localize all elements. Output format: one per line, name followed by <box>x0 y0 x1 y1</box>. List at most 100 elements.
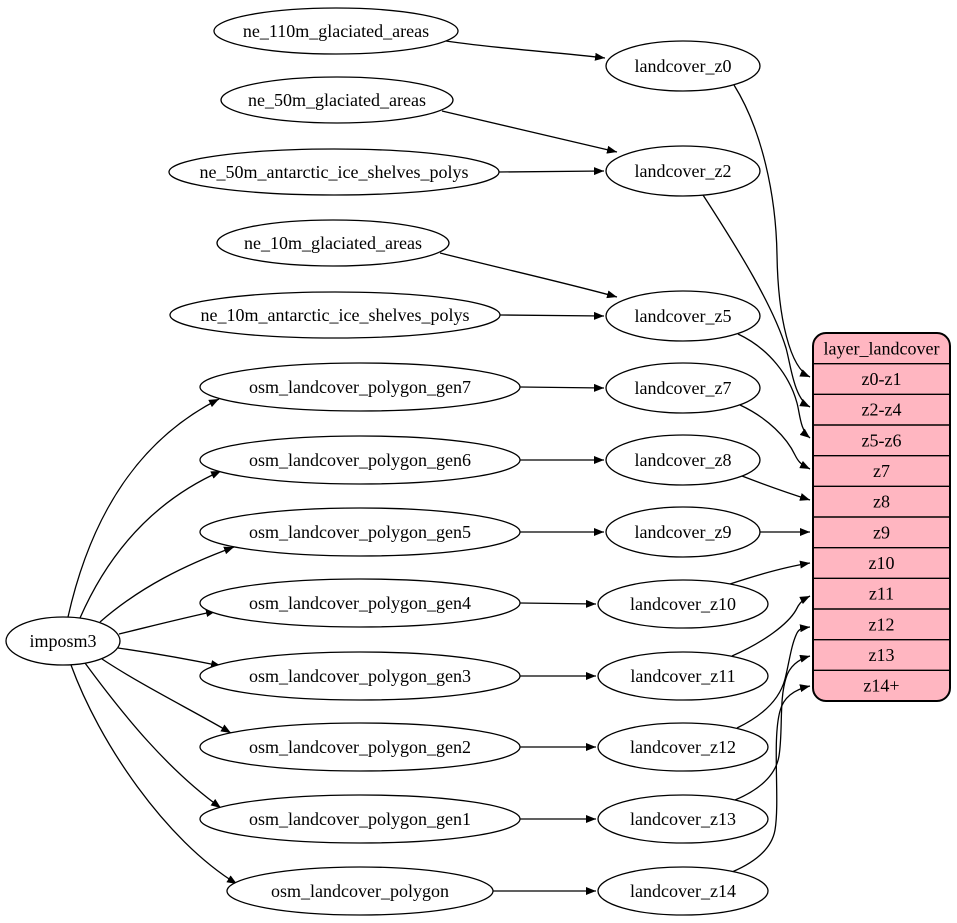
node-ne-10m-glaciated-areas: ne_10m_glaciated_areas <box>216 219 450 267</box>
edge-ne10m-glaciated-to-z5 <box>439 252 618 299</box>
edge-ne110m-to-z0 <box>445 40 606 61</box>
node-shape <box>605 434 761 486</box>
node-label: osm_landcover_polygon_gen5 <box>249 522 471 542</box>
edge-imposm3-to-gen7 <box>67 398 220 618</box>
node-landcover-z7: landcover_z7 <box>605 362 761 414</box>
node-label: osm_landcover_polygon_gen4 <box>249 593 471 613</box>
node-shape <box>226 866 494 916</box>
node-shape <box>597 651 769 701</box>
edge-z12-to-row-z12 <box>736 624 811 729</box>
node-label: landcover_z12 <box>630 737 736 757</box>
edge-imposm3-to-gen4 <box>118 609 217 635</box>
node-landcover-z2: landcover_z2 <box>605 145 761 197</box>
node-shape <box>605 145 761 197</box>
node-label: ne_50m_antarctic_ice_shelves_polys <box>200 162 469 182</box>
node-osm-landcover-polygon-gen7: osm_landcover_polygon_gen7 <box>199 362 521 412</box>
node-ne-50m-antarctic-ice-shelves-polys: ne_50m_antarctic_ice_shelves_polys <box>168 148 500 196</box>
node-osm-landcover-polygon-gen4: osm_landcover_polygon_gen4 <box>199 578 521 628</box>
node-shape <box>220 76 454 124</box>
node-landcover-z14: landcover_z14 <box>597 866 769 916</box>
node-label: landcover_z5 <box>635 306 732 326</box>
table-row-z5-z6: z5-z6 <box>862 430 902 450</box>
table-row-z0-z1: z0-z1 <box>862 369 902 389</box>
node-landcover-z10: landcover_z10 <box>597 579 769 629</box>
edge-ne10m-antarctic-to-z5 <box>499 311 605 320</box>
node-imposm3-shape <box>5 616 121 666</box>
node-ne-10m-antarctic-ice-shelves-polys: ne_10m_antarctic_ice_shelves_polys <box>169 291 501 339</box>
node-label: osm_landcover_polygon <box>271 881 449 901</box>
node-osm-landcover-polygon-gen2: osm_landcover_polygon_gen2 <box>199 722 521 772</box>
edge-layer <box>67 40 811 895</box>
node-osm-landcover-polygon-gen3: osm_landcover_polygon_gen3 <box>199 651 521 701</box>
edge-imposm3-to-gen2 <box>101 658 232 734</box>
node-landcover-z8: landcover_z8 <box>605 434 761 486</box>
edge-imposm3-to-gen5 <box>99 546 235 623</box>
edge-imposm3-to-gen6 <box>79 470 222 619</box>
node-shape <box>199 507 521 557</box>
node-shape <box>597 866 769 916</box>
edge-z7-to-row-z7 <box>739 404 811 470</box>
node-shape <box>199 651 521 701</box>
node-shape <box>597 722 769 772</box>
table-row-z14plus: z14+ <box>863 676 899 696</box>
table-row-z13: z13 <box>869 645 895 665</box>
edge-ne50m-glaciated-to-z2 <box>441 110 618 154</box>
edge-z8-to-row-z8 <box>741 475 811 501</box>
node-shape <box>605 362 761 414</box>
edge-z0-to-row-z0-z1 <box>733 84 811 378</box>
node-shape <box>605 506 761 558</box>
node-label: osm_landcover_polygon_gen1 <box>249 809 471 829</box>
table-row-z11: z11 <box>869 584 894 604</box>
node-label: ne_110m_glaciated_areas <box>243 21 429 41</box>
node-osm-landcover-polygon-gen5: osm_landcover_polygon_gen5 <box>199 507 521 557</box>
node-shape <box>168 148 500 196</box>
node-landcover-z5: landcover_z5 <box>605 290 761 342</box>
edge-z2-to-row-z2-z4 <box>702 194 811 408</box>
node-label: osm_landcover_polygon_gen3 <box>249 666 471 686</box>
edge-z10-to-row-z10 <box>729 560 811 585</box>
node-osm-landcover-polygon-gen6: osm_landcover_polygon_gen6 <box>199 435 521 485</box>
node-label: landcover_z8 <box>635 450 732 470</box>
node-shape <box>213 7 459 55</box>
edge-imposm3-to-gen3 <box>117 647 222 668</box>
node-shape <box>597 579 769 629</box>
node-label: landcover_z7 <box>635 378 732 398</box>
node-label: landcover_z10 <box>630 594 736 614</box>
edge-z5-to-row-z5-z6 <box>737 333 811 439</box>
node-label: ne_10m_glaciated_areas <box>244 233 422 253</box>
node-osm-landcover-polygon: osm_landcover_polygon <box>226 866 494 916</box>
node-label: osm_landcover_polygon_gen7 <box>249 377 471 397</box>
node-shape <box>199 435 521 485</box>
table-row-z2-z4: z2-z4 <box>862 400 902 420</box>
node-label: ne_50m_glaciated_areas <box>248 90 426 110</box>
node-label: landcover_z14 <box>630 881 736 901</box>
table-header: layer_landcover <box>824 338 940 358</box>
table-row-z9: z9 <box>873 522 890 542</box>
node-landcover-z11: landcover_z11 <box>597 651 769 701</box>
edge-imposm3-to-polygon <box>70 664 238 885</box>
node-imposm3: imposm3 <box>5 616 121 666</box>
node-shape <box>216 219 450 267</box>
node-label: landcover_z11 <box>630 666 735 686</box>
edge-gen4-to-z10 <box>519 599 597 608</box>
node-landcover-z9: landcover_z9 <box>605 506 761 558</box>
edge-imposm3-to-gen1 <box>84 662 222 809</box>
node-osm-landcover-polygon-gen1: osm_landcover_polygon_gen1 <box>199 794 521 844</box>
edge-z14-to-row-z14plus <box>731 684 811 873</box>
node-shape <box>169 291 501 339</box>
node-shape <box>199 578 521 628</box>
edge-ne50m-antarctic-to-z2 <box>498 167 605 176</box>
node-ne-110m-glaciated-areas: ne_110m_glaciated_areas <box>213 7 459 55</box>
node-shape <box>199 362 521 412</box>
node-label: landcover_z9 <box>635 522 732 542</box>
edge-z11-to-row-z11 <box>731 595 811 657</box>
node-landcover-z12: landcover_z12 <box>597 722 769 772</box>
node-shape <box>199 794 521 844</box>
node-label: landcover_z0 <box>635 56 732 76</box>
edge-gen7-to-z7 <box>519 383 605 392</box>
node-label: ne_10m_antarctic_ice_shelves_polys <box>201 305 470 325</box>
table-row-z12: z12 <box>869 614 895 634</box>
node-label: osm_landcover_polygon_gen6 <box>249 450 471 470</box>
table-row-z10: z10 <box>869 553 895 573</box>
